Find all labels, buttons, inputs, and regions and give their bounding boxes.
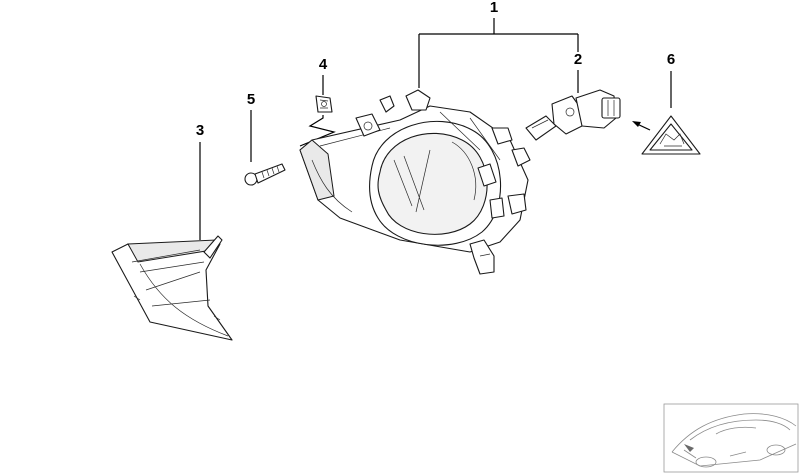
- leader-line-1: [418, 18, 579, 88]
- leader-line-4: [299, 75, 336, 147]
- spring-nut-icon: [315, 95, 333, 113]
- screw-icon: [244, 163, 286, 186]
- cover-panel-icon: [111, 235, 233, 341]
- thumbnail-highlight: [684, 444, 694, 452]
- callout-3: 3: [196, 122, 204, 139]
- warning-triangle-icon: [641, 115, 701, 155]
- callout-6: 6: [667, 51, 675, 68]
- arrow-head: [632, 121, 641, 127]
- callout-4: 4: [319, 56, 328, 73]
- callout-2: 2: [574, 51, 582, 68]
- leader-lines: [199, 18, 672, 240]
- callout-5: 5: [247, 91, 255, 108]
- callout-1: 1: [490, 0, 498, 16]
- h11-bulb-icon: [525, 89, 621, 141]
- fog-light-housing-icon: [299, 89, 531, 275]
- car-outline-icon: [663, 403, 799, 473]
